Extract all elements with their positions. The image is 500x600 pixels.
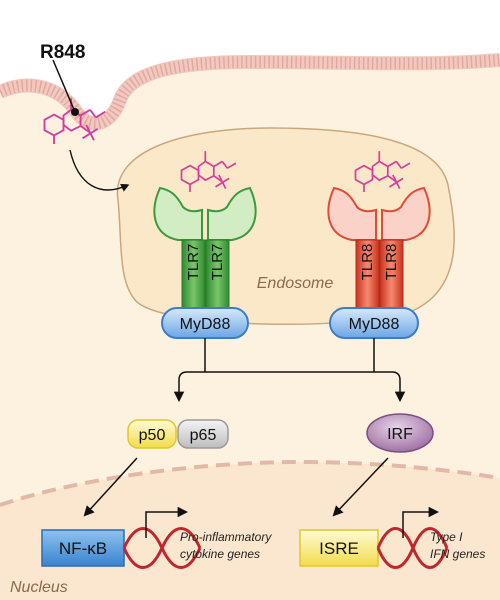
nfkb-promoter: NF-κB (41, 529, 125, 567)
proinflammatory-genes-line2: cytokine genes (180, 547, 260, 561)
transcription-start-arrow-left (145, 506, 189, 538)
membrane-texture (0, 54, 500, 130)
ifn-genes-line2: IFN genes (430, 547, 485, 561)
myd88-tlr8-label: MyD88 (349, 316, 400, 333)
nuclear-envelope (0, 459, 500, 507)
nucleus-label: Nucleus (10, 579, 68, 596)
proinflammatory-genes-line1: Pro-inflammatory (180, 530, 272, 544)
transcription-start-arrow-right (402, 506, 440, 538)
endocytosis-arrow (69, 149, 130, 192)
p50-subunit: p50 (127, 419, 177, 449)
tlr8-label-right: TLR8 (383, 244, 400, 281)
tlr7-receptor (153, 186, 257, 311)
nfkb-label: NF-κB (59, 539, 107, 558)
myd88-tlr8: MyD88 (329, 307, 419, 339)
endosome-label: Endosome (257, 275, 334, 292)
tlr7-label-left: TLR7 (185, 244, 202, 281)
irf-translocation-arrow (332, 457, 389, 517)
tlr8-receptor (327, 186, 431, 311)
tlr7-label-right: TLR7 (209, 244, 226, 281)
r848-label: R848 (40, 42, 85, 63)
dna-helix-proinflammatory (122, 527, 202, 569)
irf-label: IRF (387, 426, 413, 443)
dna-helix-ifn (376, 527, 449, 569)
tlr8-label-left: TLR8 (359, 244, 376, 281)
signal-split-connector (173, 338, 406, 403)
isre-label: ISRE (319, 539, 359, 558)
nfkb-translocation-arrow (83, 457, 138, 517)
p65-subunit: p65 (177, 419, 229, 449)
myd88-tlr7-label: MyD88 (180, 316, 231, 333)
r848-pointer-line (52, 59, 76, 113)
ifn-genes-line1: Type I (430, 530, 463, 544)
myd88-tlr7: MyD88 (161, 307, 249, 339)
isre-promoter: ISRE (299, 529, 379, 567)
p50-label: p50 (139, 427, 166, 444)
irf-factor: IRF (366, 413, 434, 453)
p65-label: p65 (190, 427, 217, 444)
